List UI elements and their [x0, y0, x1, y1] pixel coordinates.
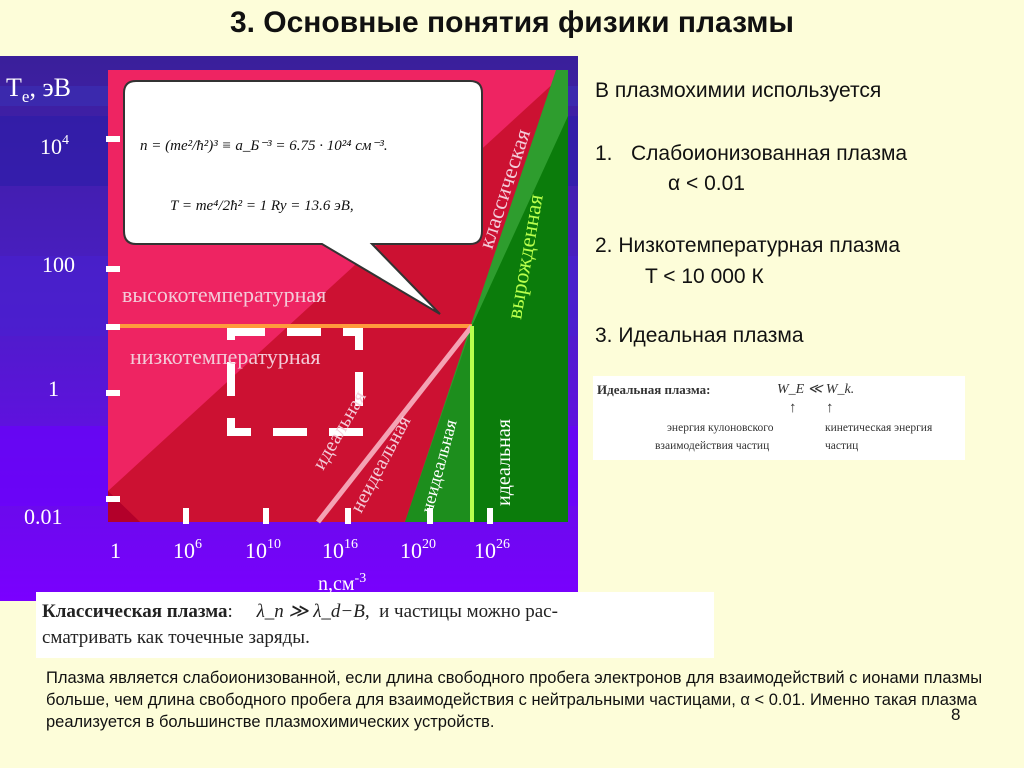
x-tick-exp: 20 — [422, 537, 436, 552]
list-item-1-condition: α < 0.01 — [668, 172, 745, 195]
list-item-1-text: Слабоионизованная плазма — [631, 142, 908, 165]
list-item-1-number: 1. — [595, 142, 613, 165]
x-tick-mark — [427, 508, 433, 524]
y-tick-mark — [106, 266, 120, 272]
x-tick-label: 1026 — [474, 537, 510, 563]
x-tick-base: 10 — [474, 538, 496, 563]
y-tick-base: 10 — [40, 134, 62, 159]
y-tick-base: 1 — [48, 376, 59, 401]
y-axis-label-unit: , эВ — [29, 73, 71, 102]
y-tick-label: 104 — [40, 133, 69, 159]
ideal-plasma-definition: Идеальная плазма: W_E ≪ W_k. ↑ ↑ энергия… — [593, 376, 965, 460]
x-tick-base: 10 — [173, 538, 195, 563]
ideal-plasma-label: Идеальная плазма: — [597, 382, 711, 397]
x-axis-label-main: n,см — [318, 573, 355, 595]
x-tick-label: 1010 — [245, 537, 281, 563]
x-tick-label: 106 — [173, 537, 202, 563]
classical-plasma-label: Классическая плазма — [42, 601, 228, 622]
x-tick-label: 1020 — [400, 537, 436, 563]
x-tick-exp: 6 — [195, 537, 202, 552]
y-tick-label: 100 — [42, 252, 75, 277]
dashed-region-box — [227, 328, 363, 436]
x-tick-mark — [345, 508, 351, 524]
classical-plasma-definition: Классическая плазма: λ_n ≫ λ_d−B, и част… — [36, 592, 714, 658]
weakly-ionized-explanation: Плазма является слабоионизованной, если … — [46, 669, 983, 731]
ideal-plasma-formula: W_E ≪ W_k. — [777, 382, 855, 397]
x-tick-mark — [183, 508, 189, 524]
x-axis-label-sup: -3 — [355, 571, 367, 586]
x-tick-base: 1 — [110, 538, 121, 563]
x-tick-base: 10 — [322, 538, 344, 563]
classical-plasma-formula: λ_n ≫ λ_d−B, — [256, 601, 370, 622]
x-axis-label: n,см-3 — [318, 571, 366, 595]
y-tick-mark — [106, 496, 120, 502]
region-ideal-right — [472, 116, 568, 522]
y-tick-base: 100 — [42, 252, 75, 277]
x-tick-label: 1 — [110, 538, 121, 563]
x-tick-label: 1016 — [322, 537, 358, 563]
arrow-up-icon: ↑ — [826, 400, 834, 416]
classical-plasma-line1-tail: и частицы можно рас- — [379, 601, 558, 622]
kinetic-energy-line1: кинетическая энергия — [825, 422, 933, 434]
list-item-3-text: 3. Идеальная плазма — [595, 324, 804, 347]
y-axis-label-sub: e — [22, 87, 30, 106]
y-tick-mark — [106, 324, 120, 330]
formula-t: T = me⁴/2ħ² = 1 Ry = 13.6 эВ, — [170, 198, 354, 214]
region-nonideal-right — [405, 326, 472, 522]
x-tick-exp: 26 — [496, 537, 510, 552]
kinetic-energy-line2: частиц — [825, 440, 859, 452]
label-high-temp: высокотемпературная — [122, 282, 326, 307]
x-tick-mark — [263, 508, 269, 524]
label-ideal-right: идеальная — [493, 419, 515, 506]
page-number: 8 — [951, 705, 961, 724]
x-tick-exp: 10 — [267, 537, 281, 552]
classical-plasma-line2: сматривать как точечные заряды. — [42, 627, 310, 648]
formula-speech-bubble — [123, 80, 483, 315]
plasma-regions-diagram: n = (me²/ħ²)³ ≡ a_Б⁻³ = 6.75 · 10²⁴ см⁻³… — [0, 56, 578, 601]
list-item-2-text: 2. Низкотемпературная плазма — [595, 234, 901, 257]
coulomb-energy-line1: энергия кулоновского — [667, 422, 774, 434]
x-tick-base: 10 — [400, 538, 422, 563]
y-tick-label: 1 — [48, 376, 59, 401]
y-tick-mark — [106, 136, 120, 142]
y-tick-mark — [106, 390, 120, 396]
label-low-temp: низкотемпературная — [130, 344, 321, 369]
y-axis-label-main: T — [6, 73, 22, 102]
x-tick-base: 10 — [245, 538, 267, 563]
formula-n: n = (me²/ħ²)³ ≡ a_Б⁻³ = 6.75 · 10²⁴ см⁻³… — [140, 138, 388, 154]
classical-plasma-colon: : — [227, 601, 233, 622]
y-tick-base: 0.01 — [24, 504, 63, 529]
classical-plasma-line1: Классическая плазма: λ_n ≫ λ_d−B, и част… — [42, 600, 558, 623]
y-tick-exp: 4 — [62, 133, 69, 148]
coulomb-energy-line2: взаимодействия частиц — [655, 440, 770, 452]
ideality-boundary-line — [316, 324, 474, 524]
list-item-2-condition: T < 10 000 К — [645, 265, 764, 288]
x-tick-exp: 16 — [344, 537, 358, 552]
y-tick-label: 0.01 — [24, 504, 63, 529]
slide-title: 3. Основные понятия физики плазмы — [229, 6, 795, 39]
x-tick-mark — [487, 508, 493, 524]
list-intro: В плазмохимии используется — [595, 79, 882, 102]
y-axis-label: Te, эВ — [6, 73, 71, 106]
arrow-up-icon: ↑ — [789, 400, 797, 416]
